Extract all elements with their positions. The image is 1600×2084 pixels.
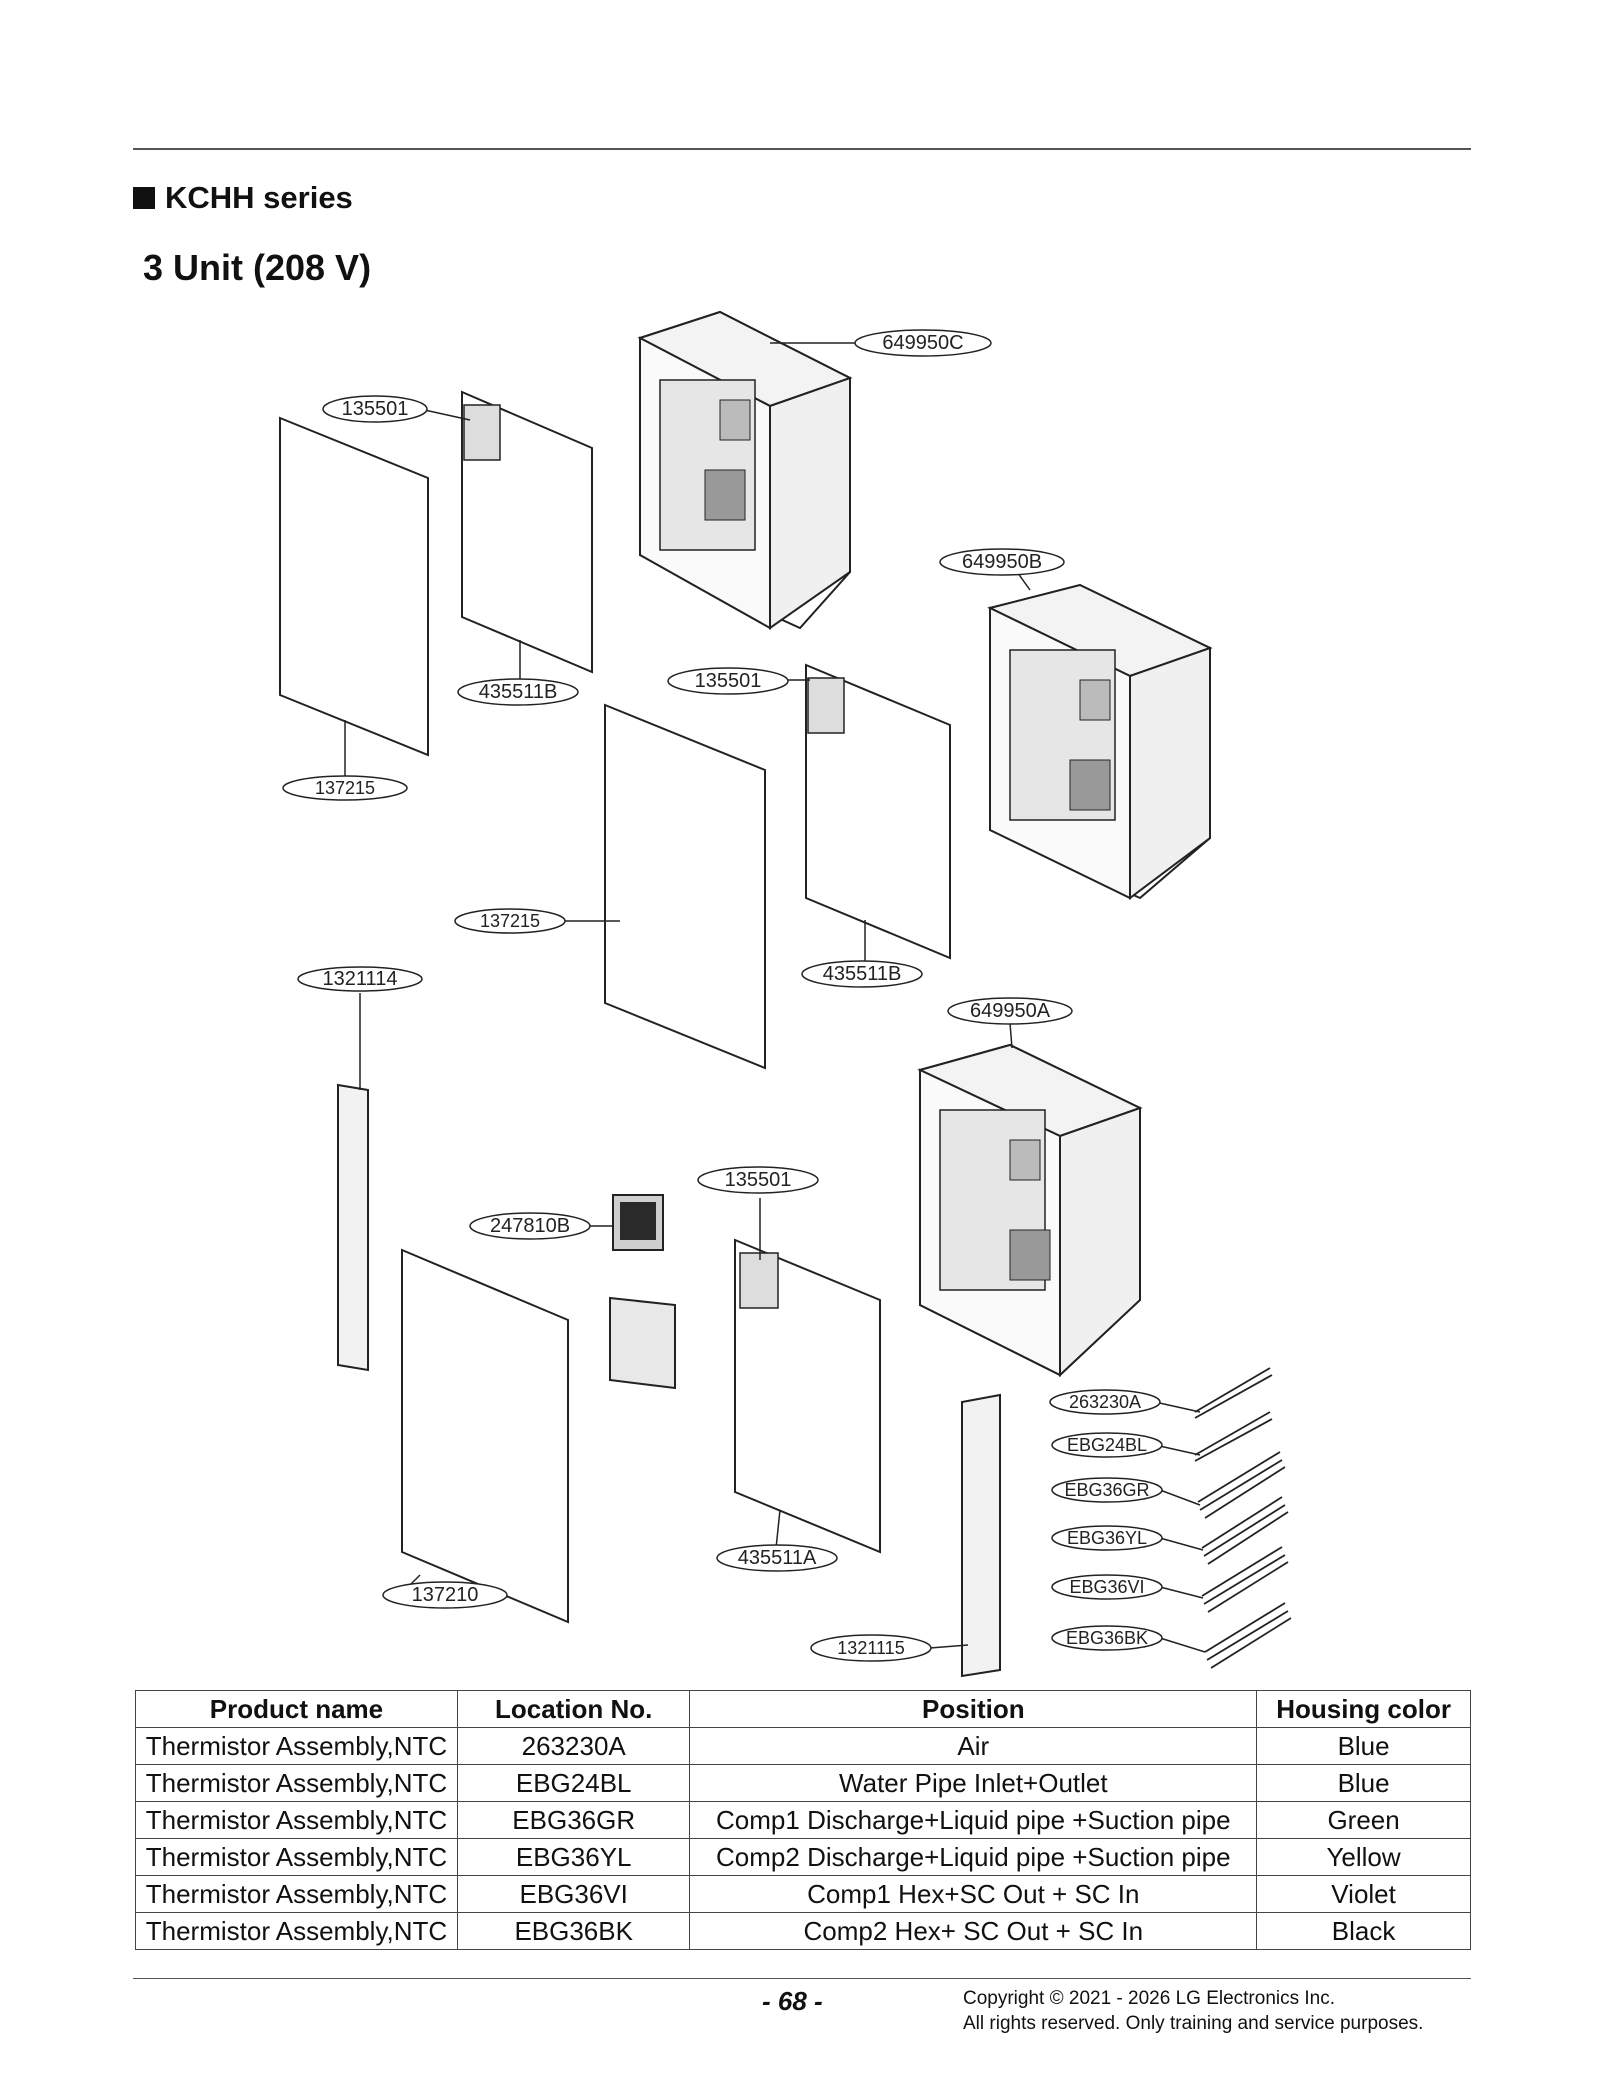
part-label: 135501: [725, 1169, 792, 1191]
thermistor-harnesses: [1194, 1367, 1292, 1669]
page-number: - 68 -: [762, 1986, 823, 2016]
side-rail-1321115: [961, 1393, 1001, 1678]
table-cell: Comp2 Discharge+Liquid pipe +Suction pip…: [689, 1838, 1258, 1876]
unit-a-chassis: [917, 1043, 1143, 1378]
column-header: Location No.: [456, 1690, 691, 1728]
table-cell: EBG36VI: [456, 1875, 691, 1913]
inner-cover-435511b-b: [805, 663, 951, 960]
table-cell: Thermistor Assembly,NTC: [135, 1727, 458, 1765]
table-cell: Thermistor Assembly,NTC: [135, 1838, 458, 1876]
table-row: Thermistor Assembly,NTC EBG36GR Comp1 Di…: [135, 1801, 1471, 1839]
exploded-view-diagram: 649950C 135501 649950B 435511B 135501 13…: [279, 310, 1292, 1678]
table-row: Thermistor Assembly,NTC EBG36YL Comp2 Di…: [135, 1838, 1471, 1876]
table-cell: Air: [689, 1727, 1258, 1765]
part-label: 263230A: [1069, 1392, 1141, 1412]
part-label: 137215: [315, 778, 375, 798]
square-bullet-icon: [133, 187, 155, 209]
part-label: EBG36YL: [1067, 1528, 1147, 1548]
table-cell: EBG36YL: [456, 1838, 691, 1876]
part-label: 137215: [480, 911, 540, 931]
unit-c-chassis: [637, 310, 853, 630]
bottom-rule: [133, 1978, 1471, 1979]
table-row: Thermistor Assembly,NTC 263230A Air Blue: [135, 1727, 1471, 1765]
column-header: Position: [689, 1690, 1258, 1728]
table-cell: Blue: [1256, 1764, 1471, 1802]
front-panel-137215-a: [279, 416, 429, 757]
table-cell: Comp2 Hex+ SC Out + SC In: [689, 1912, 1258, 1950]
table-cell: Violet: [1256, 1875, 1471, 1913]
part-label: 1321115: [837, 1638, 904, 1658]
part-label: 1321114: [323, 968, 398, 990]
table-cell: 263230A: [456, 1727, 691, 1765]
table-cell: Thermistor Assembly,NTC: [135, 1764, 458, 1802]
unit-title: 3 Unit (208 V): [143, 247, 372, 288]
series-title: KCHH series: [165, 180, 353, 215]
inner-cover-435511a: [734, 1238, 881, 1554]
label-bubbles: [282, 329, 1163, 1662]
part-label: 435511A: [738, 1547, 817, 1569]
front-panel-137215-b: [604, 703, 766, 1070]
part-label: 435511B: [479, 681, 558, 703]
part-label: 649950B: [962, 551, 1042, 573]
part-label: 135501: [695, 670, 762, 692]
top-rule: [133, 148, 1471, 150]
table-cell: EBG36GR: [456, 1801, 691, 1839]
table-cell: Thermistor Assembly,NTC: [135, 1801, 458, 1839]
part-label: EBG36GR: [1064, 1480, 1149, 1500]
copyright-line: Copyright © 2021 - 2026 LG Electronics I…: [963, 1988, 1336, 2009]
unit-b-chassis: [987, 583, 1213, 900]
table-row: Thermistor Assembly,NTC EBG24BL Water Pi…: [135, 1764, 1471, 1802]
part-label: EBG36VI: [1069, 1577, 1144, 1597]
part-label: EBG24BL: [1067, 1435, 1147, 1455]
thermistor-parts-table: Product name Location No. Position Housi…: [135, 1690, 1471, 1950]
table-cell: EBG36BK: [456, 1912, 691, 1950]
table-header-row: Product name Location No. Position Housi…: [135, 1690, 1471, 1728]
table-row: Thermistor Assembly,NTC EBG36VI Comp1 He…: [135, 1875, 1471, 1913]
table-cell: Comp1 Hex+SC Out + SC In: [689, 1875, 1258, 1913]
table-cell: Green: [1256, 1801, 1471, 1839]
table-row: Thermistor Assembly,NTC EBG36BK Comp2 He…: [135, 1912, 1471, 1950]
rights-line: All rights reserved. Only training and s…: [963, 2013, 1424, 2034]
part-label: 135501: [342, 398, 409, 420]
table-cell: Thermistor Assembly,NTC: [135, 1912, 458, 1950]
inner-cover-435511b-a: [461, 390, 593, 674]
section-heading: KCHH series: [133, 180, 353, 216]
table-cell: Thermistor Assembly,NTC: [135, 1875, 458, 1913]
front-panel-137210: [401, 1248, 569, 1624]
part-label: 649950C: [882, 332, 963, 354]
side-rail-1321114: [337, 1083, 369, 1372]
part-label: 649950A: [970, 1000, 1051, 1022]
table-cell: Comp1 Discharge+Liquid pipe +Suction pip…: [689, 1801, 1258, 1839]
table-cell: Water Pipe Inlet+Outlet: [689, 1764, 1258, 1802]
table-cell: EBG24BL: [456, 1764, 691, 1802]
table-cell: Black: [1256, 1912, 1471, 1950]
table-cell: Blue: [1256, 1727, 1471, 1765]
copyright-notice: Copyright © 2021 - 2026 LG Electronics I…: [963, 1986, 1423, 2036]
column-header: Product name: [135, 1690, 458, 1728]
controller-box: [609, 1296, 676, 1390]
column-header: Housing color: [1256, 1690, 1471, 1728]
part-label: 247810B: [490, 1215, 570, 1237]
part-label: EBG36BK: [1066, 1628, 1148, 1648]
table-cell: Yellow: [1256, 1838, 1471, 1876]
part-label: 435511B: [823, 963, 902, 985]
part-label: 137210: [412, 1584, 479, 1606]
